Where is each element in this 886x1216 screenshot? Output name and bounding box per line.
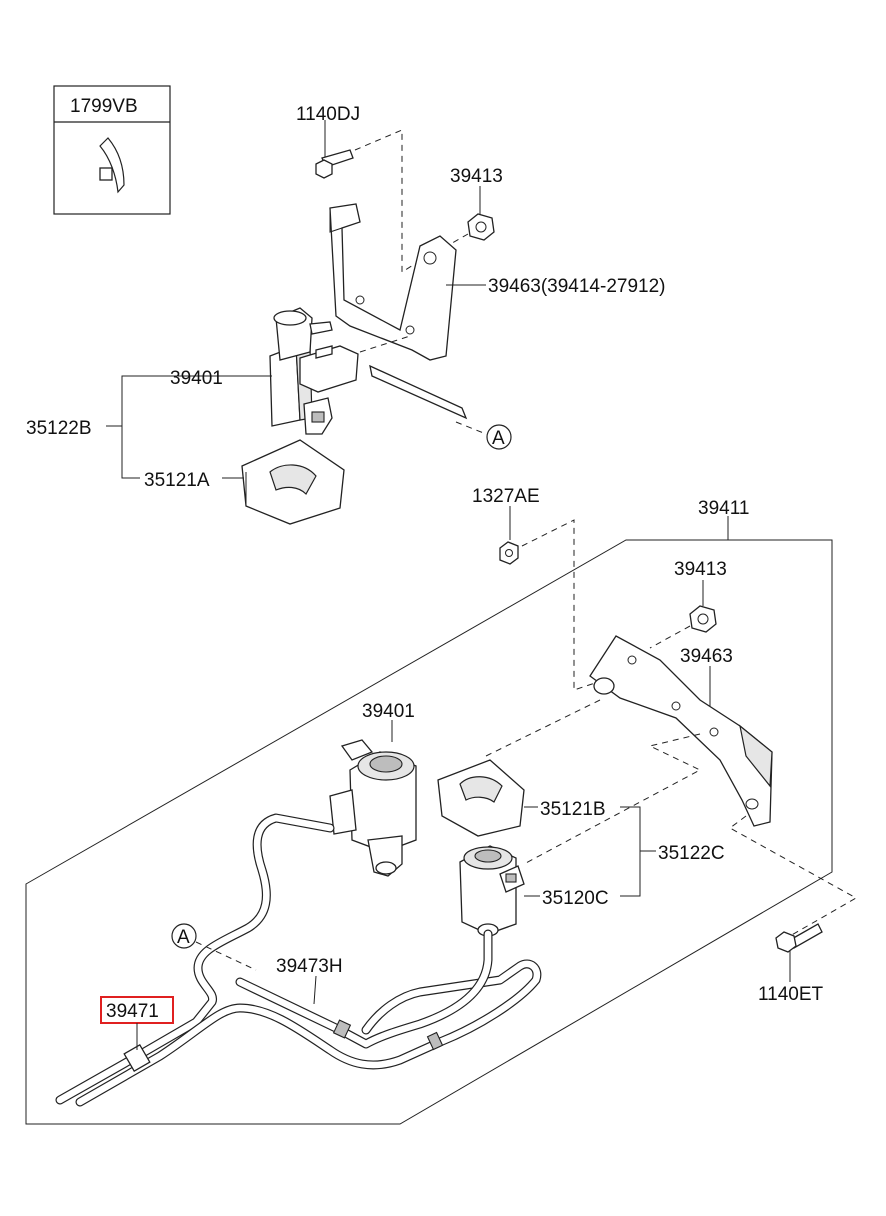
label-39413-right[interactable]: 39413 [674,559,727,580]
group-bracket-35122c [620,806,656,897]
module-outline-39411[interactable] [25,539,833,1125]
label-1799vb[interactable]: 1799VB [70,96,138,117]
bolt-1140dj[interactable] [315,120,354,179]
label-39401-top[interactable]: 39401 [170,368,223,389]
leader-dash-1140et [729,815,858,937]
label-35121b[interactable]: 35121B [540,799,606,820]
label-39411[interactable]: 39411 [698,498,749,519]
label-1327ae[interactable]: 1327AE [472,486,540,507]
nut-39413-right[interactable] [689,580,717,633]
leader-39473h [313,975,317,1005]
solenoid-39401-top[interactable] [269,307,359,435]
label-39413-top[interactable]: 39413 [450,166,503,187]
bracket-39463-top[interactable] [329,203,457,361]
label-39473h[interactable]: 39473H [276,956,343,977]
label-39401-bottom[interactable]: 39401 [362,701,415,722]
bolt-1140et[interactable] [775,923,823,982]
ref-a-top-circle[interactable] [486,424,512,450]
label-1140dj[interactable]: 1140DJ [296,104,360,125]
kit-box-1799vb[interactable] [53,85,171,215]
valve-35120c[interactable] [459,845,525,937]
leader-dash-1140dj [354,129,419,273]
hose-39471[interactable] [55,813,542,1107]
leader-dash-valve [523,733,702,865]
leader-dash-a-bottom [195,941,257,971]
solenoid-39401-bottom[interactable] [329,739,417,877]
label-39471[interactable]: 39471 [106,1001,159,1022]
label-35122b[interactable]: 35122B [26,418,92,439]
shaft-top [369,364,468,420]
leader-dash-bracket-top [359,335,411,353]
clip-icon [99,167,113,181]
bracket-39463-right[interactable] [589,635,773,827]
label-a-top[interactable]: A [492,428,505,449]
group-bracket-35122b [106,375,170,479]
leader-dash-a-top [455,421,487,435]
label-35122c[interactable]: 35122C [658,843,725,864]
label-39463-right[interactable]: 39463 [680,646,733,667]
holder-35121a[interactable] [241,439,345,525]
hose-39473h[interactable] [235,929,493,1051]
ref-a-bottom-circle[interactable] [171,923,197,949]
nut-1327ae[interactable] [499,506,519,565]
label-35121a[interactable]: 35121A [144,470,210,491]
leader-dash-39413-right [649,625,691,649]
label-1140et[interactable]: 1140ET [758,984,824,1005]
holder-35121b[interactable] [437,759,525,837]
label-35120c[interactable]: 35120C [542,888,609,909]
leader-dash-holder [485,699,601,757]
nut-39413-top[interactable] [467,186,495,241]
label-a-bottom[interactable]: A [177,927,190,948]
cable-tie-icon [99,137,125,194]
label-39463-top[interactable]: 39463(39414-27912) [488,276,666,297]
leader-dash-1327ae [521,519,599,691]
